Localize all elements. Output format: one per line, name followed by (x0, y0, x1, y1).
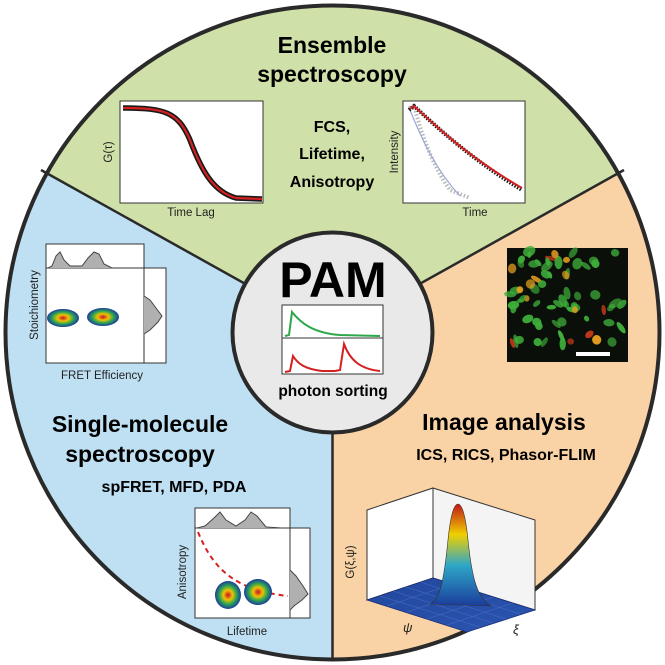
cell (516, 286, 524, 294)
cell (607, 337, 617, 347)
microscopy-image (504, 245, 628, 362)
cell (517, 259, 525, 268)
fret-population-1 (47, 309, 79, 327)
cell (514, 335, 524, 344)
cell (523, 245, 536, 257)
aniso-top-histogram (196, 511, 283, 529)
lifetime-xlabel: Time (462, 207, 487, 219)
aniso-population-1 (215, 581, 241, 609)
cell (563, 286, 571, 300)
cell (551, 250, 559, 259)
single-molecule-title-line2: spectroscopy (65, 441, 215, 467)
center-subtitle: photon sorting (278, 383, 387, 400)
cell (546, 304, 557, 310)
cell (561, 270, 570, 280)
cell (572, 257, 583, 270)
cell (573, 291, 582, 301)
cell (601, 304, 606, 316)
cell (603, 318, 615, 327)
anisotropy-plot: Anisotropy Lifetime (177, 507, 311, 638)
cell (507, 300, 520, 310)
lifetime-decay-fit (409, 104, 523, 189)
rics-floor (365, 577, 537, 633)
cell (567, 338, 575, 345)
green-decay (284, 309, 381, 337)
ensemble-method-anisotropy: Anisotropy (290, 174, 375, 191)
aniso-side-histogram (289, 569, 309, 611)
cell (616, 322, 626, 334)
aniso-population-2 (244, 579, 272, 605)
cell (540, 337, 548, 347)
cell (572, 306, 578, 314)
cell (585, 330, 594, 339)
outer-ring (3, 3, 662, 662)
fcs-ylabel: G(τ) (103, 141, 115, 162)
fcs-xlabel: Time Lag (167, 207, 215, 219)
cell (504, 291, 516, 298)
cell (568, 247, 578, 258)
rics-xlabel-psi: ψ (403, 620, 413, 635)
fret-ylabel: Stoichiometry (29, 270, 41, 340)
cell-field (504, 245, 627, 351)
cell (509, 338, 516, 348)
lifetime-irf-fit (409, 109, 461, 197)
cell (522, 314, 534, 324)
rics-3d-plot: G(ξ,ψ) ψ ξ (345, 487, 537, 637)
aniso-xlabel: Lifetime (227, 626, 267, 638)
fcs-fit (122, 106, 263, 201)
cell (617, 299, 627, 309)
red-decay-1 (284, 353, 335, 373)
cell (540, 269, 551, 279)
image-analysis-title: Image analysis (422, 409, 586, 435)
fret-histogram-plot: Stoichiometry FRET Efficiency (29, 243, 167, 382)
center-title: PAM (279, 252, 386, 308)
ensemble-method-lifetime: Lifetime, (299, 146, 365, 163)
red-decay-2 (334, 340, 381, 372)
rics-peak (429, 503, 493, 607)
rics-zlabel: G(ξ,ψ) (345, 545, 357, 578)
lifetime-plot: Intensity Time (389, 100, 526, 219)
fret-top-histogram (47, 251, 113, 269)
fret-side-histogram (143, 295, 163, 335)
single-molecule-methods: spFRET, MFD, PDA (102, 479, 247, 496)
cell (551, 319, 561, 328)
fret-population-2 (87, 308, 119, 326)
cell (507, 263, 517, 274)
ensemble-method-fcs: FCS, (314, 119, 350, 136)
scale-bar (576, 352, 610, 356)
cell (610, 248, 620, 257)
ensemble-title-line1: Ensemble (278, 32, 387, 58)
cell (580, 261, 591, 270)
cell (535, 322, 543, 330)
cell (534, 259, 542, 267)
aniso-ylabel: Anisotropy (177, 545, 189, 600)
ensemble-title-line2: spectroscopy (257, 61, 407, 87)
rics-xlabel-xi: ξ (513, 622, 520, 637)
cell (592, 335, 602, 345)
cell (545, 257, 551, 266)
cell (563, 256, 570, 263)
cell (588, 256, 599, 266)
single-molecule-title-line1: Single-molecule (52, 411, 228, 437)
cell (559, 337, 566, 351)
cell (554, 255, 563, 270)
cell (558, 294, 568, 307)
cell (525, 279, 536, 289)
image-analysis-methods: ICS, RICS, Phasor-FLIM (416, 447, 596, 464)
cell (557, 317, 567, 327)
cell (533, 338, 542, 347)
lifetime-ylabel: Intensity (389, 130, 401, 173)
cell (537, 280, 547, 289)
fcs-plot: G(τ) Time Lag (103, 100, 264, 219)
cell (557, 330, 565, 342)
ensemble-sector (20, 5, 645, 333)
cell (590, 290, 601, 300)
photon-sorting-plot (281, 304, 384, 375)
cell (516, 298, 525, 303)
fret-xlabel: FRET Efficiency (61, 370, 143, 382)
cell (533, 300, 541, 307)
cell (583, 315, 590, 322)
cell (553, 300, 564, 308)
